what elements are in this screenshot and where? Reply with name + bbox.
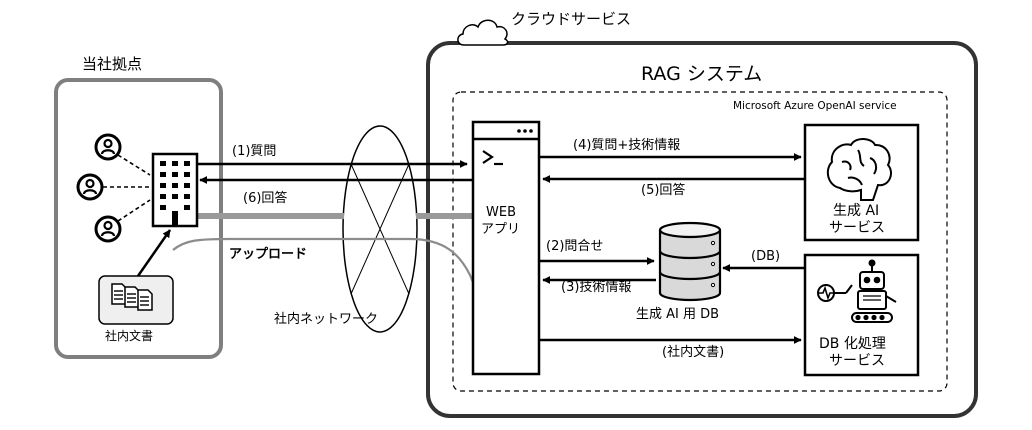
user-links <box>103 154 151 222</box>
azure-container <box>452 91 948 392</box>
user-icon <box>94 133 122 161</box>
internal-docs-label: 社内文書 <box>105 329 154 343</box>
robot-icon <box>817 259 897 323</box>
db-label: 生成 AI 用 DB <box>636 307 720 322</box>
cloud-title: クラウドサービス <box>511 10 632 28</box>
network-link-left <box>196 213 344 219</box>
network-label: 社内ネットワーク <box>274 312 379 327</box>
question-info-label: (4)質問+技術情報 <box>573 138 681 153</box>
answer-label: (6)回答 <box>243 191 288 206</box>
dbproc-label-2: サービス <box>829 353 885 369</box>
network-ellipse <box>342 125 418 333</box>
user-icon <box>94 215 122 243</box>
upload-label: アップロード <box>229 247 308 262</box>
ai-answer-label: (5)回答 <box>641 183 686 198</box>
office-building-icon <box>151 152 199 228</box>
question-label: (1)質問 <box>232 144 277 159</box>
web-app-label-1: WEB <box>486 205 516 220</box>
genai-label-1: 生成 AI <box>833 203 880 219</box>
web-app-panel <box>471 120 541 376</box>
network-link-right <box>416 213 473 219</box>
brain-icon <box>826 138 892 201</box>
web-app-label-2: アプリ <box>481 222 521 237</box>
query-label: (2)問合せ <box>546 239 604 254</box>
terminal-prompt-icon <box>482 150 503 166</box>
tech-info-label: (3)技術情報 <box>561 280 632 295</box>
azure-title: Microsoft Azure OpenAI service <box>733 100 897 112</box>
office-title: 当社拠点 <box>82 55 143 73</box>
cloud-container <box>426 41 978 418</box>
docs-to-building-arrow <box>136 229 172 277</box>
user-icon <box>76 173 104 201</box>
genai-label-2: サービス <box>829 220 885 236</box>
rag-title: RAG システム <box>641 63 763 85</box>
database-icon <box>658 221 722 302</box>
doc-transfer-label: (社内文書) <box>662 345 725 360</box>
dbproc-label-1: DB 化処理 <box>819 336 886 352</box>
cloud-icon <box>457 19 509 46</box>
db-short-label: (DB) <box>751 249 781 264</box>
